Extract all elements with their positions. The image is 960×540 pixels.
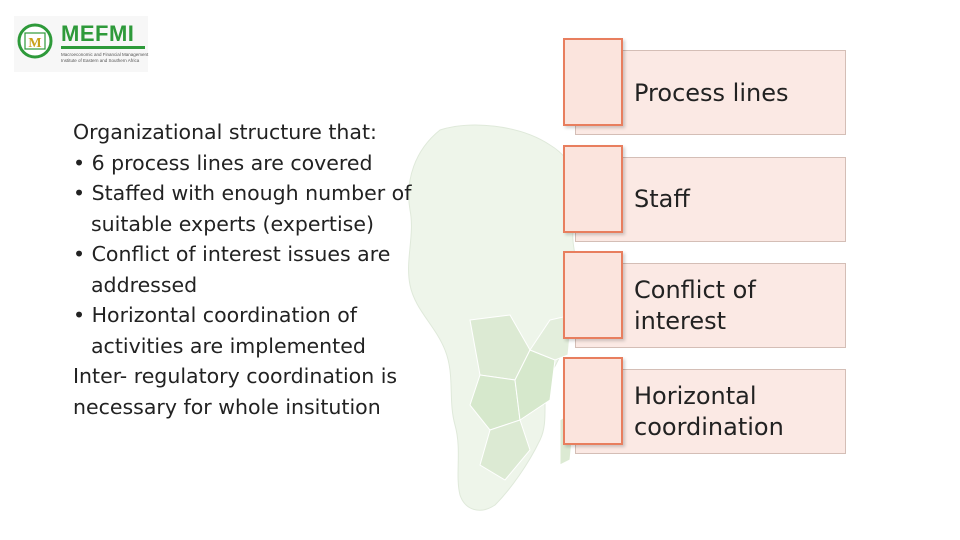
body-intro-line: Organizational structure that: [73, 120, 377, 144]
logo-wordmark: MEFMI [61, 21, 135, 46]
bullet-horizontal: • Horizontal coordination of [73, 303, 358, 327]
card-label: Horizontal coordination [634, 381, 784, 443]
card-label: Staff [634, 185, 690, 213]
logo-mark-letter: M [28, 36, 41, 51]
bullet-conflict-continued: addressed [91, 272, 198, 297]
logo-tagline: Macroeconomic and Financial Management I… [61, 52, 149, 63]
bullet-process-lines: • 6 process lines are covered [73, 150, 373, 175]
body-text: Organizational structure that: • 6 proce… [73, 117, 473, 422]
body-closing-line-2: necessary for whole insitution [73, 394, 381, 419]
card-accent-square [563, 145, 623, 233]
card-accent-square [563, 251, 623, 339]
card-label-line-1: Horizontal [634, 382, 757, 410]
card-label: Conflict of interest [634, 275, 756, 337]
card-label-line-2: interest [634, 307, 727, 335]
card-accent-square [563, 357, 623, 445]
card-label-line-2: coordination [634, 413, 784, 441]
bullet-staffed: • Staffed with enough number of [73, 181, 412, 205]
logo-emblem-icon: M [17, 23, 53, 59]
bullet-staffed-continued: suitable experts (expertise) [91, 211, 374, 236]
card-label-line-1: Conflict of [634, 276, 756, 304]
body-closing-line-1: Inter- regulatory coordination is [73, 364, 398, 388]
logo-divider [61, 46, 145, 49]
card-accent-square [563, 38, 623, 126]
bullet-horizontal-continued: activities are implemented [91, 333, 366, 358]
card-label: Process lines [634, 79, 789, 107]
mefmi-logo: M MEFMI Macroeconomic and Financial Mana… [14, 16, 148, 72]
bullet-conflict: • Conflict of interest issues are [73, 242, 391, 266]
